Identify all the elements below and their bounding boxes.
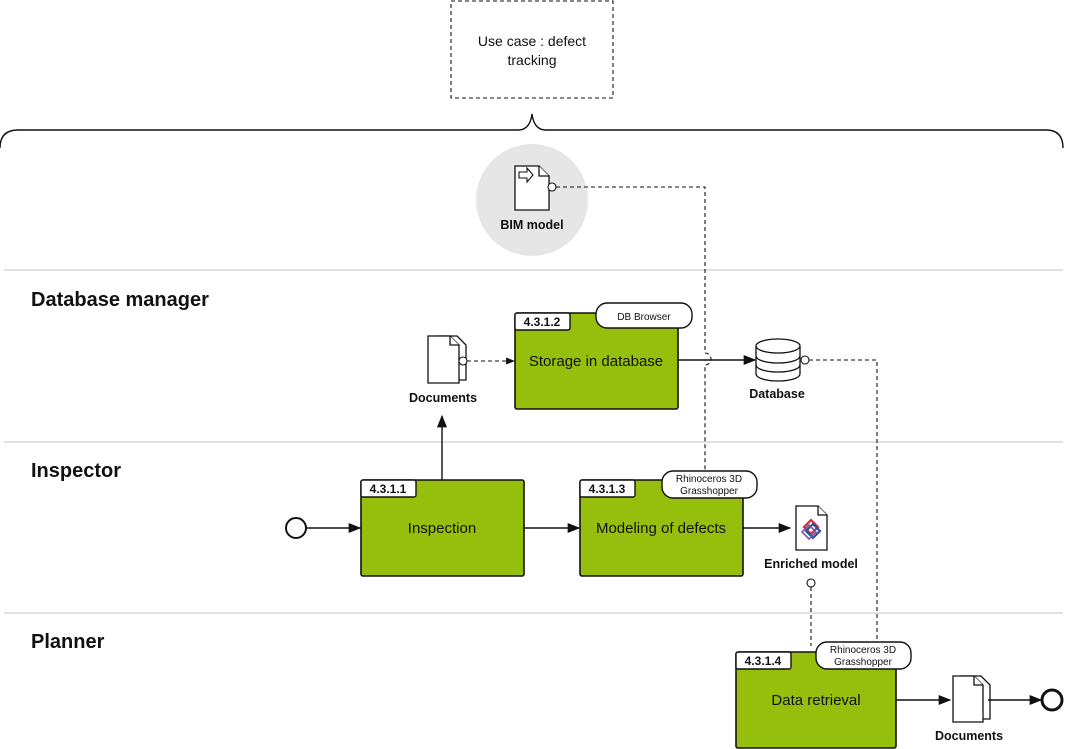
- database-label: Database: [749, 387, 805, 401]
- task-storage-in-database[interactable]: DB Browser 4.3.1.2 Storage in database: [514, 302, 693, 410]
- tool-label-line2: Grasshopper: [680, 486, 738, 497]
- documents-top-label: Documents: [409, 391, 477, 405]
- lane-label-database-manager: Database manager: [31, 289, 209, 311]
- documents-bottom-label: Documents: [935, 729, 1003, 743]
- lane-dividers: [4, 269, 1063, 614]
- task-id: 4.3.1.3: [589, 482, 626, 496]
- bim-model-object[interactable]: BIM model: [476, 144, 588, 256]
- task-id: 4.3.1.4: [745, 654, 782, 668]
- task-label: Data retrieval: [771, 692, 860, 709]
- task-data-retrieval[interactable]: Rhinoceros 3D Grasshopper 4.3.1.4 Data r…: [735, 641, 912, 749]
- tool-label-line1: Rhinoceros 3D: [676, 474, 742, 485]
- start-event-icon[interactable]: [285, 517, 307, 539]
- use-case-title-line1: Use case : defect: [478, 33, 586, 49]
- associations: [467, 186, 878, 660]
- ifc-file-icon: [795, 505, 828, 551]
- tool-label-line1: Rhinoceros 3D: [830, 645, 896, 656]
- use-case-title-line2: tracking: [507, 52, 556, 68]
- import-arrow-icon: [518, 166, 534, 184]
- documents-bottom-object[interactable]: Documents: [935, 675, 1003, 743]
- tool-label-db-browser: DB Browser: [617, 312, 671, 323]
- pool-brace: [0, 113, 1064, 149]
- lane-label-planner: Planner: [31, 631, 105, 653]
- database-object[interactable]: Database: [749, 338, 810, 401]
- sequence-flows: [306, 354, 1043, 706]
- end-event-icon[interactable]: [1040, 688, 1064, 712]
- task-label: Modeling of defects: [596, 520, 726, 537]
- bim-model-label: BIM model: [500, 218, 563, 232]
- database-icon: [755, 338, 801, 382]
- document-icon: [952, 675, 991, 723]
- task-inspection[interactable]: 4.3.1.1 Inspection: [360, 479, 525, 577]
- task-id: 4.3.1.1: [370, 482, 407, 496]
- task-label: Storage in database: [529, 353, 663, 370]
- enriched-model-object[interactable]: Enriched model: [764, 505, 858, 588]
- tool-label-line2: Grasshopper: [834, 657, 892, 668]
- enriched-model-label: Enriched model: [764, 557, 858, 571]
- task-modeling-of-defects[interactable]: Rhinoceros 3D Grasshopper 4.3.1.3 Modeli…: [579, 470, 758, 577]
- task-id: 4.3.1.2: [524, 315, 561, 329]
- task-label: Inspection: [408, 520, 476, 537]
- use-case-box: Use case : defect tracking: [450, 0, 614, 99]
- lane-label-inspector: Inspector: [31, 460, 121, 482]
- documents-top-object[interactable]: Documents: [409, 335, 477, 405]
